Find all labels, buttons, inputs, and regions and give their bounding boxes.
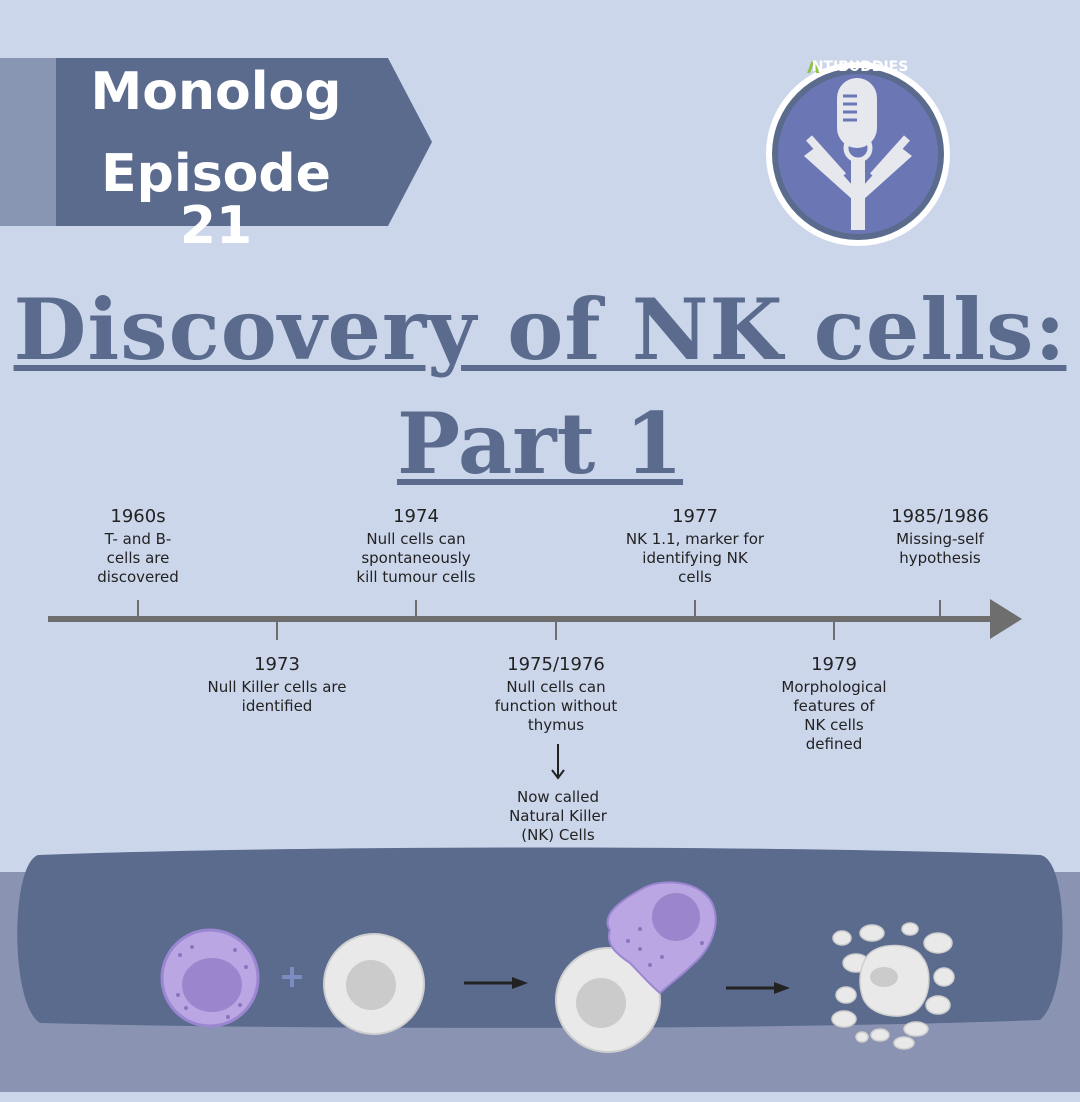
timeline-event: 1973 Null Killer cells are identified (187, 654, 367, 716)
svg-text:Λ: Λ (807, 58, 820, 77)
timeline-event: 1975/1976 Null cells can function withou… (476, 654, 636, 735)
plus-icon (282, 967, 302, 987)
timeline-event: 1974 Null cells can spontaneously kill t… (336, 506, 496, 587)
arrow-icon (726, 982, 790, 994)
event-description: Missing-self hypothesis (896, 530, 984, 567)
event-year: 1985/1986 (891, 506, 989, 527)
event-year: 1973 (254, 654, 300, 675)
event-year: 1960s (110, 506, 166, 527)
event-year: 1977 (672, 506, 718, 527)
target-cell-icon (323, 933, 425, 1035)
banner-title: Monolog (90, 62, 342, 122)
page-title: Discovery of NK cells: (13, 280, 1067, 379)
event-description: Null cells can function without thymus (494, 678, 618, 734)
episode-banner (0, 58, 432, 226)
timeline-event: 1979 Morphological features of NK cells … (764, 654, 904, 754)
event-description: T- and B- cells are discovered (97, 530, 179, 586)
arrow-icon (464, 977, 528, 989)
arrow-down-icon (551, 744, 565, 780)
nk-cell-icon (160, 928, 260, 1028)
timeline-axis (48, 599, 1022, 640)
event-year: 1974 (393, 506, 439, 527)
timeline-note: Now called Natural Killer (NK) Cells (509, 788, 607, 844)
event-description: Morphological features of NK cells defin… (781, 678, 887, 753)
event-year: 1979 (811, 654, 857, 675)
page-subtitle: Part 1 (396, 394, 684, 493)
timeline-event: 1977 NK 1.1, marker for identifying NK c… (605, 506, 785, 587)
nk-attacking-cell-icon (555, 881, 717, 1053)
antibuddies-logo: Λ (766, 58, 950, 246)
event-description: NK 1.1, marker for identifying NK cells (625, 530, 765, 586)
event-description: Null Killer cells are identified (207, 678, 347, 715)
event-description: Null cells can spontaneously kill tumour… (356, 530, 476, 586)
cell-illustration (0, 847, 1080, 1092)
banner-episode: Episode 21 (101, 144, 331, 256)
logo-wordmark: NTIBUDDIES (811, 59, 909, 75)
antibody-microphone-icon (804, 78, 912, 230)
timeline-event: 1960s T- and B- cells are discovered (68, 506, 208, 587)
event-year: 1975/1976 (507, 654, 605, 675)
lysed-cell-icon (831, 922, 955, 1050)
timeline-event: 1985/1986 Missing-self hypothesis (870, 506, 1010, 568)
